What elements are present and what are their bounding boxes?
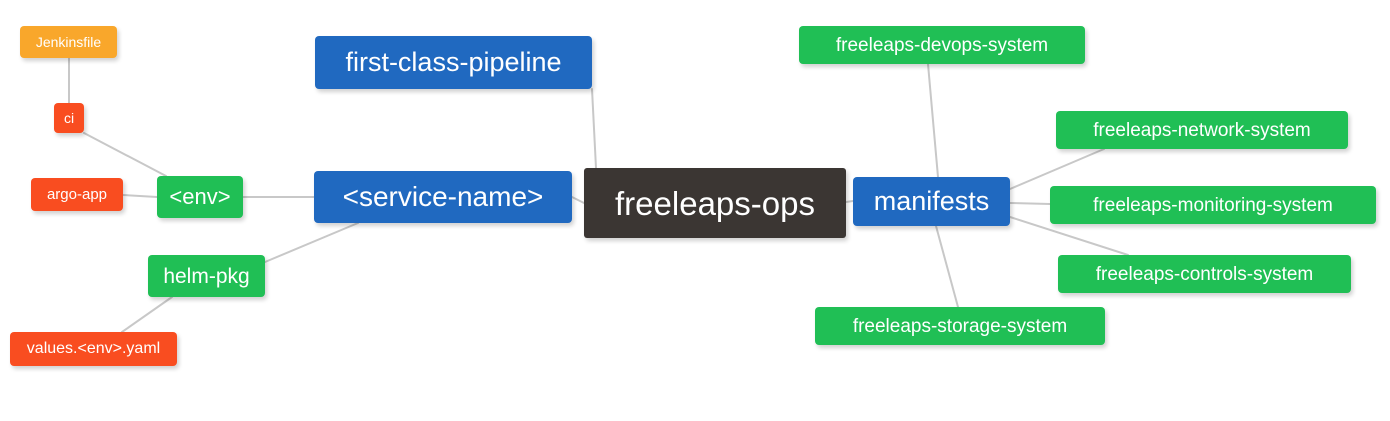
node-env[interactable]: <env> bbox=[157, 176, 243, 218]
node-freeleaps-ops[interactable]: freeleaps-ops bbox=[584, 168, 846, 238]
node-values-yaml[interactable]: values.<env>.yaml bbox=[10, 332, 177, 366]
node-service-name[interactable]: <service-name> bbox=[314, 171, 572, 223]
edge-freeleaps-ops-to-manifests bbox=[845, 200, 854, 203]
edge-env-to-ci bbox=[83, 132, 167, 177]
edge-manifests-to-freeleaps-devops-system bbox=[927, 63, 939, 178]
edge-manifests-to-freeleaps-monitoring-system bbox=[1009, 202, 1051, 205]
node-manifests[interactable]: manifests bbox=[853, 177, 1010, 226]
edge-manifests-to-freeleaps-storage-system bbox=[935, 225, 959, 308]
node-freeleaps-controls-system[interactable]: freeleaps-controls-system bbox=[1058, 255, 1351, 293]
edge-freeleaps-ops-to-service-name bbox=[571, 196, 585, 204]
node-first-class-pipeline[interactable]: first-class-pipeline bbox=[315, 36, 592, 89]
node-freeleaps-storage-system[interactable]: freeleaps-storage-system bbox=[815, 307, 1105, 345]
node-argo-app[interactable]: argo-app bbox=[31, 178, 123, 211]
edge-service-name-to-helm-pkg bbox=[264, 222, 359, 263]
edge-freeleaps-ops-to-first-class-pipeline bbox=[591, 88, 597, 169]
edge-env-to-argo-app bbox=[122, 194, 158, 198]
node-freeleaps-monitoring-system[interactable]: freeleaps-monitoring-system bbox=[1050, 186, 1376, 224]
node-freeleaps-network-system[interactable]: freeleaps-network-system bbox=[1056, 111, 1348, 149]
edge-manifests-to-freeleaps-network-system bbox=[1009, 148, 1105, 190]
node-jenkinsfile[interactable]: Jenkinsfile bbox=[20, 26, 117, 58]
edge-helm-pkg-to-values-yaml bbox=[121, 296, 173, 333]
node-helm-pkg[interactable]: helm-pkg bbox=[148, 255, 265, 297]
node-freeleaps-devops-system[interactable]: freeleaps-devops-system bbox=[799, 26, 1085, 64]
node-ci[interactable]: ci bbox=[54, 103, 84, 133]
